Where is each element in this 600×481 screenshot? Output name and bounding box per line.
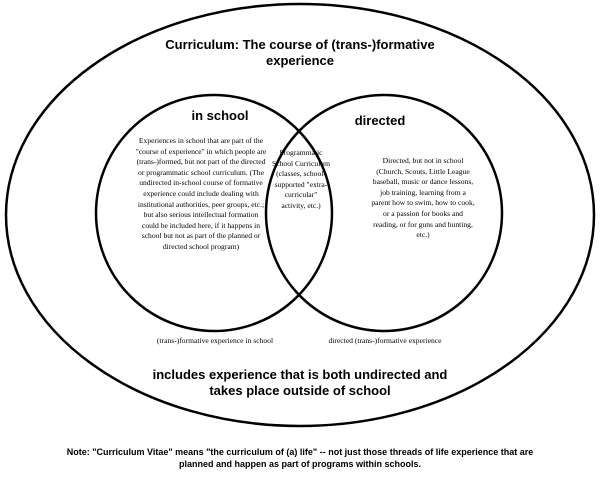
directed-circle — [264, 93, 504, 333]
in-school-circle — [94, 93, 334, 333]
in-school-description: Experiences in school that are part of t… — [135, 136, 267, 251]
in-school-heading: in school — [191, 108, 249, 123]
outer-ellipse — [4, 2, 596, 428]
in-school-caption: (trans-)formative experience in school — [156, 336, 274, 345]
outer-title: Curriculum: The course of (trans-)format… — [165, 37, 435, 68]
directed-heading: directed — [354, 113, 406, 128]
directed-caption: directed (trans-)formative experience — [328, 336, 442, 345]
directed-description: Directed, but not in school (Church, Sco… — [371, 156, 475, 240]
outside-experience-statement: includes experience that is both undirec… — [152, 367, 448, 398]
footnote: Note: "Curriculum Vitae" means "the curr… — [66, 447, 534, 469]
programmatic-curriculum-description: Programmatic School Curriculum (classes,… — [272, 148, 331, 210]
